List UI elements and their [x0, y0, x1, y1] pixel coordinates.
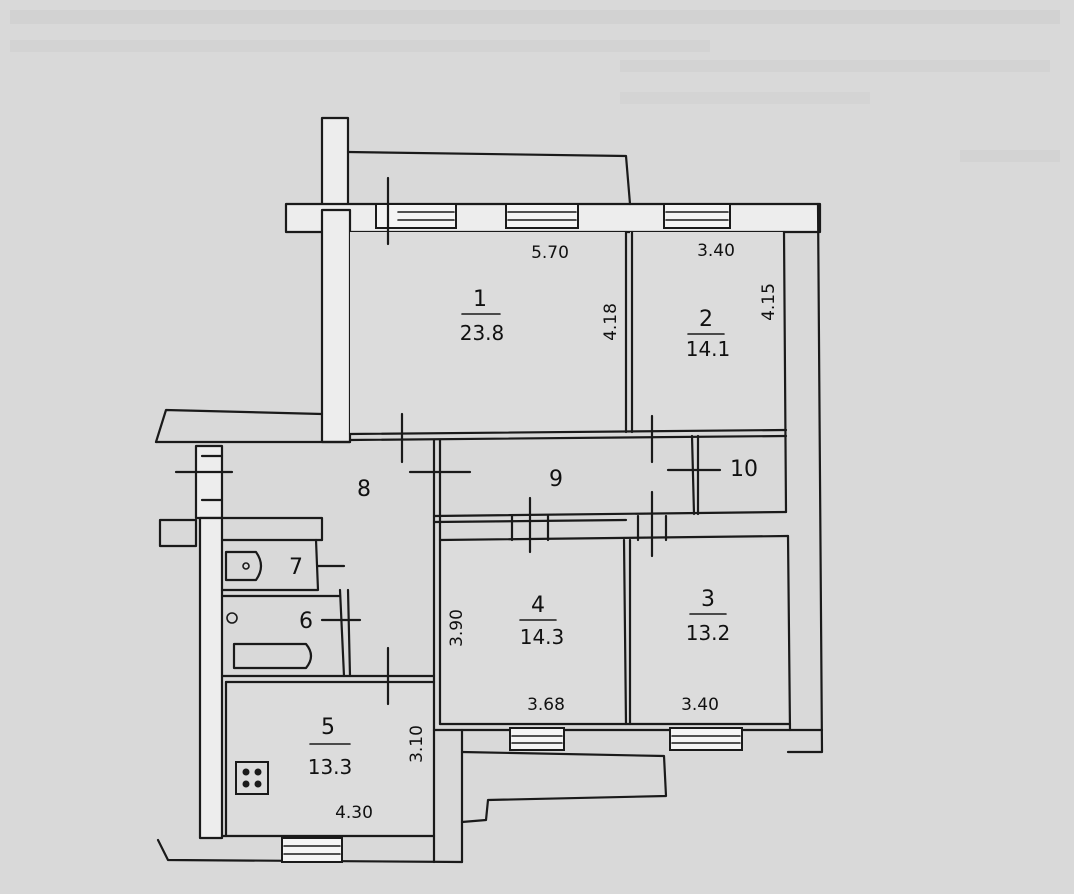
- dim-room4-width: 3.68: [527, 695, 565, 715]
- room-8-number: 8: [357, 477, 371, 502]
- room-5-floor: [226, 680, 432, 834]
- window-room1-right: [505, 203, 579, 229]
- room-10-number: 10: [730, 457, 758, 482]
- room-number: 1: [473, 287, 487, 312]
- room-number: 3: [701, 587, 715, 612]
- room-3-floor: [628, 540, 788, 722]
- interior-walls: [220, 230, 824, 838]
- room-area: 14.1: [686, 337, 731, 361]
- room-number: 5: [321, 715, 335, 740]
- room-area: 23.8: [460, 321, 505, 345]
- room-area: 14.3: [520, 625, 565, 649]
- room-area: 13.3: [308, 755, 353, 779]
- window-room1-left: [375, 203, 457, 229]
- dim-room5-width: 4.30: [335, 803, 373, 823]
- stove-icon: [235, 761, 269, 795]
- room-7-number: 7: [289, 555, 303, 580]
- dim-room1-depth: 4.18: [601, 303, 621, 341]
- room-1-label: 1 23.8: [460, 287, 505, 345]
- dim-room4-depth: 3.90: [447, 609, 467, 647]
- dim-room5-depth: 3.10: [407, 725, 427, 763]
- dim-room3-width: 3.40: [681, 695, 719, 715]
- sink-icon: [224, 550, 263, 582]
- window-room4: [509, 727, 565, 751]
- room-number: 2: [699, 307, 713, 332]
- window-room3: [669, 727, 743, 751]
- dim-room2-width: 3.40: [697, 241, 735, 261]
- dim-room1-width: 5.70: [531, 243, 569, 263]
- bathtub-icon: [226, 612, 313, 670]
- room-4-floor: [440, 540, 624, 724]
- window-kitchen: [281, 837, 343, 863]
- dim-room2-depth: 4.15: [759, 283, 779, 321]
- windows: [281, 203, 743, 863]
- room-2-label: 2 14.1: [686, 307, 731, 361]
- room-6-number: 6: [299, 609, 313, 634]
- bleed-through-marks: [10, 10, 1060, 162]
- room-1-floor: [350, 232, 626, 434]
- room-number: 4: [531, 593, 545, 618]
- room-area: 13.2: [686, 621, 731, 645]
- room-4-label: 4 14.3: [519, 593, 565, 649]
- door-marks: [174, 176, 722, 706]
- room-3-label: 3 13.2: [686, 587, 731, 645]
- window-room2: [663, 203, 731, 229]
- room-5-label: 5 13.3: [308, 715, 353, 779]
- room-2-floor: [630, 232, 784, 432]
- room-9-number: 9: [549, 467, 563, 492]
